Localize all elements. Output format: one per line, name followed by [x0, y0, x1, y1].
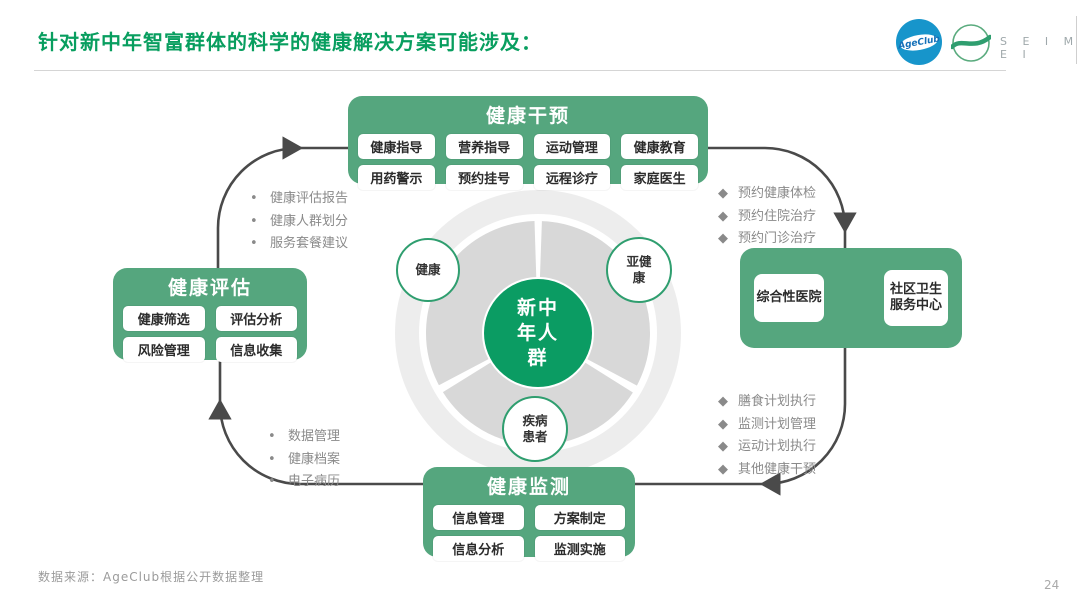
node-health-assessment: 健康评估 健康筛选 评估分析 风险管理 信息收集	[113, 268, 307, 362]
appointment-list: ◆预约健康体检 ◆预约住院治疗 ◆预约门诊治疗	[718, 183, 816, 251]
flow-monitoring-to-assessment	[208, 398, 435, 486]
diamond-bullet-icon: ◆	[718, 439, 728, 454]
diamond-bullet-icon: ◆	[718, 461, 728, 477]
list-item: ◆其他健康干预	[718, 459, 816, 482]
node-health-intervention: 健康干预 健康指导 营养指导 运动管理 健康教育 用药警示 预约挂号 远程诊疗 …	[348, 96, 708, 190]
core-population-circle: 新中年人群	[484, 279, 592, 387]
title-divider	[34, 70, 1006, 71]
node-title: 健康评估	[167, 277, 252, 299]
diamond-bullet-icon: ◆	[718, 416, 728, 432]
flow-assessment-to-intervention	[216, 136, 304, 300]
intervention-item: 用药警示	[358, 165, 435, 190]
outer-ring	[395, 190, 681, 476]
diamond-bullet-icon: ◆	[718, 186, 728, 201]
dot-bullet-icon: •	[250, 236, 258, 251]
data-record-list: •数据管理 •健康档案 •电子病历	[268, 426, 340, 494]
node-health-monitoring: 健康监测 信息管理 方案制定 信息分析 监测实施	[423, 467, 635, 561]
dot-bullet-icon: •	[250, 213, 258, 229]
seimei-logo-icon	[949, 23, 993, 63]
list-item: •电子病历	[268, 471, 340, 494]
plan-execution-list: ◆膳食计划执行 ◆监测计划管理 ◆运动计划执行 ◆其他健康干预	[718, 391, 816, 481]
seimei-logo-wordmark: S E I M E I	[1000, 35, 1080, 61]
list-item: •服务套餐建议	[250, 233, 348, 256]
diamond-bullet-icon: ◆	[718, 394, 728, 409]
node-hospital-network: 综合性医院 社区卫生服务中心	[740, 248, 962, 348]
header-edge-divider	[1076, 16, 1077, 64]
intervention-item: 健康教育	[621, 134, 698, 159]
ageclub-logo-icon: AgeClub	[896, 19, 942, 65]
assessment-output-list: •健康评估报告 •健康人群划分 •服务套餐建议	[250, 188, 348, 256]
list-item: ◆预约住院治疗	[718, 206, 816, 229]
assessment-item: 评估分析	[215, 306, 297, 331]
monitoring-item: 监测实施	[534, 536, 625, 561]
intervention-item: 运动管理	[533, 134, 611, 159]
list-item: •健康档案	[268, 449, 340, 472]
intervention-item: 预约挂号	[445, 165, 523, 190]
diamond-bullet-icon: ◆	[718, 208, 728, 224]
assessment-item: 健康筛选	[123, 306, 205, 331]
dot-bullet-icon: •	[250, 191, 258, 206]
data-source-note: 数据来源：AgeClub根据公开数据整理	[38, 570, 265, 584]
dot-bullet-icon: •	[268, 429, 276, 444]
segment-subhealthy-circle: 亚健康	[606, 237, 672, 303]
flow-hospital-to-monitoring	[759, 340, 847, 496]
monitoring-item: 方案制定	[534, 505, 625, 530]
list-item: •健康人群划分	[250, 211, 348, 234]
intervention-item: 健康指导	[358, 134, 435, 159]
page-title: 针对新中年智富群体的科学的健康解决方案可能涉及：	[38, 30, 542, 54]
list-item: •数据管理	[268, 426, 340, 449]
segment-label: 疾病患者	[522, 413, 548, 444]
intervention-item: 营养指导	[445, 134, 523, 159]
list-item: ◆预约健康体检	[718, 183, 816, 206]
list-item: ◆监测计划管理	[718, 414, 816, 437]
node-title: 健康监测	[486, 476, 571, 498]
segment-healthy-circle: 健康	[396, 238, 460, 302]
dot-bullet-icon: •	[268, 474, 276, 489]
general-hospital-card: 综合性医院	[754, 274, 824, 322]
page-number: 24	[1044, 578, 1060, 592]
monitoring-item: 信息管理	[433, 505, 524, 530]
monitoring-item: 信息分析	[433, 536, 524, 561]
list-item: ◆运动计划执行	[718, 436, 816, 459]
segment-label: 亚健康	[626, 254, 652, 285]
node-title: 健康干预	[485, 105, 570, 127]
list-item: ◆膳食计划执行	[718, 391, 816, 414]
intervention-item: 远程诊疗	[533, 165, 611, 190]
diamond-bullet-icon: ◆	[718, 231, 728, 246]
list-item: ◆预约门诊治疗	[718, 228, 816, 251]
core-label: 新中年人群	[516, 296, 559, 369]
community-health-center-card: 社区卫生服务中心	[884, 270, 948, 326]
dot-bullet-icon: •	[268, 451, 276, 467]
flow-intervention-to-hospital	[700, 146, 857, 234]
segment-sick-circle: 疾病患者	[502, 396, 568, 462]
assessment-item: 风险管理	[123, 337, 205, 362]
assessment-item: 信息收集	[215, 337, 297, 362]
list-item: •健康评估报告	[250, 188, 348, 211]
intervention-item: 家庭医生	[621, 165, 698, 190]
